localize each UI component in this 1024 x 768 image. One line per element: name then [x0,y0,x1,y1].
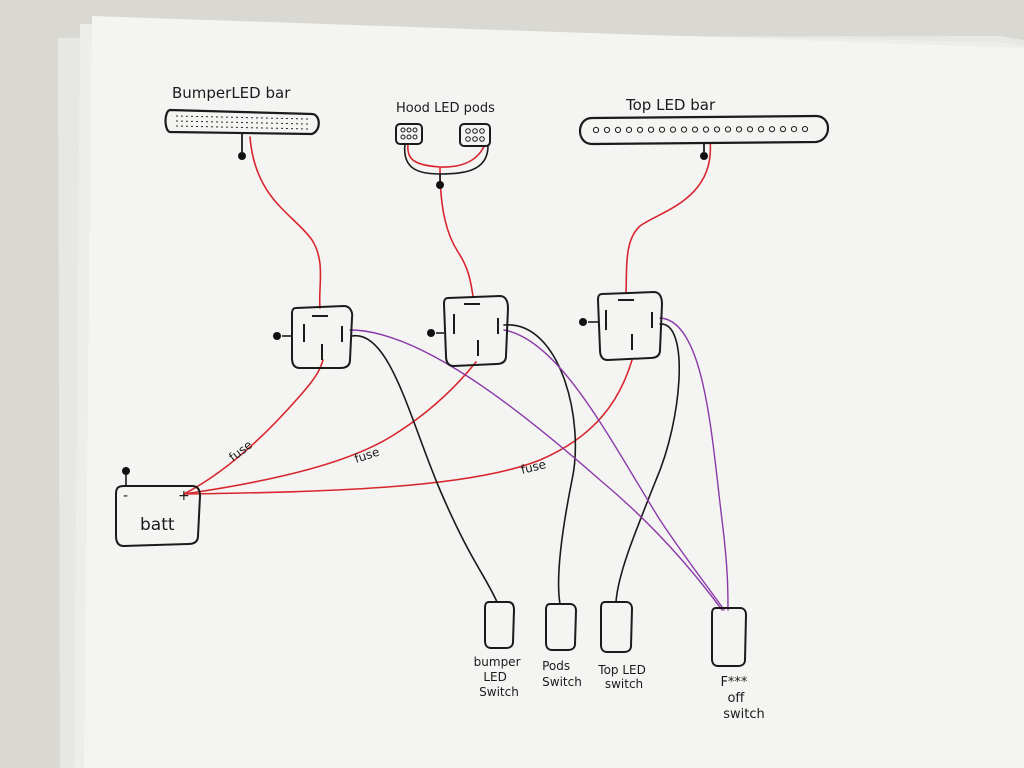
top-led-bar: Top LED bar [578,96,830,160]
fuse-label: fuse [519,457,547,477]
led-dot [603,126,611,134]
hood-pod-left-leds [400,127,418,140]
hood-pod-left [395,123,423,145]
trigger-wires [351,323,681,605]
ground-dot-icon [273,332,281,340]
paper-front-sheet [84,16,1024,768]
ground-dot-icon [427,329,435,337]
led-dot [636,126,644,133]
rocker-switch-icon [484,601,516,649]
led-dot [746,126,754,133]
rocker-switch-icon [545,603,578,651]
led-dot [735,126,743,133]
pods-trigger-wire [503,324,577,605]
led-dot [625,126,633,133]
bumper-led-bar-label: BumperLED bar [172,84,291,102]
relay-bumper-body [291,304,354,369]
led-dot [779,126,787,133]
switch-kill: F*** off switch [711,607,765,722]
rocker-switch-icon [711,607,748,667]
led-dot [691,126,699,133]
top-led-bar-label: Top LED bar [625,96,716,114]
led-dot [702,126,710,133]
ground-dot-icon [579,318,587,326]
fuse-wire-bumper [183,359,324,495]
bumper-trigger-wire [351,335,498,603]
switch-bumper-label: bumper LED Switch [474,655,525,699]
led-dot [768,126,776,133]
relay-hood-pins [453,303,499,356]
hood-pod-right [459,123,491,147]
kill-wires [349,317,729,611]
led-dot [724,126,732,133]
bumper-power-wire [249,136,322,309]
battery-negative-label: - [123,488,128,504]
relay-hood-body [442,294,510,368]
fuse-wire-hood [183,361,477,495]
switch-top: Top LED switch [597,601,649,691]
bumper-led-bar-texture [175,115,309,130]
led-dot [658,126,666,133]
hood-led-pods-label: Hood LED pods [396,101,495,116]
ground-dot-icon [436,181,444,189]
ground-dot-icon [238,152,246,160]
top-led-bar-leds [592,125,809,134]
ground-dot-icon [700,152,708,160]
top-led-bar-body [578,114,830,146]
switch-pods: Pods Switch [542,603,582,689]
battery: - + batt [115,467,202,548]
led-dot [680,126,688,133]
led-dot [713,126,721,133]
switch-bumper: bumper LED Switch [474,601,525,699]
relay-bumper-pins [303,315,343,360]
hood-pod-right-leds [465,128,485,142]
led-dot [669,126,677,133]
bumper-led-bar-body [164,108,320,136]
bumper-kill-wire [349,329,723,611]
battery-positive-label: + [178,488,190,504]
hood-power-wire [439,167,474,297]
led-dot [790,126,798,133]
bumper-led-bar: BumperLED bar [164,84,320,160]
switch-kill-label: F*** off switch [720,675,764,722]
fuse-wire-top [183,359,633,495]
led-dot [614,126,622,133]
ground-dot-icon [122,467,130,475]
relay-icon [427,294,510,368]
pods-kill-wire [503,329,725,611]
paper-sheets [58,16,1024,768]
top-trigger-wire [615,323,681,603]
hood-led-pods: Hood LED pods [395,101,495,189]
switch-top-label: Top LED switch [597,663,649,691]
led-dot [801,125,809,133]
top-kill-wire [659,317,729,611]
relay-top-pins [605,299,653,350]
hood-pods-link-wire [407,137,488,168]
relay-icon [579,290,664,362]
relay-icon [273,304,354,369]
battery-label: batt [140,515,175,535]
battery-body [115,485,202,548]
switch-pods-label: Pods Switch [542,659,582,689]
led-dot [592,126,600,134]
led-dot [757,126,765,133]
top-power-wire [625,139,712,293]
relay-top-body [596,290,664,362]
power-wires [183,136,712,495]
led-dot [647,126,655,133]
rocker-switch-icon [600,601,634,653]
